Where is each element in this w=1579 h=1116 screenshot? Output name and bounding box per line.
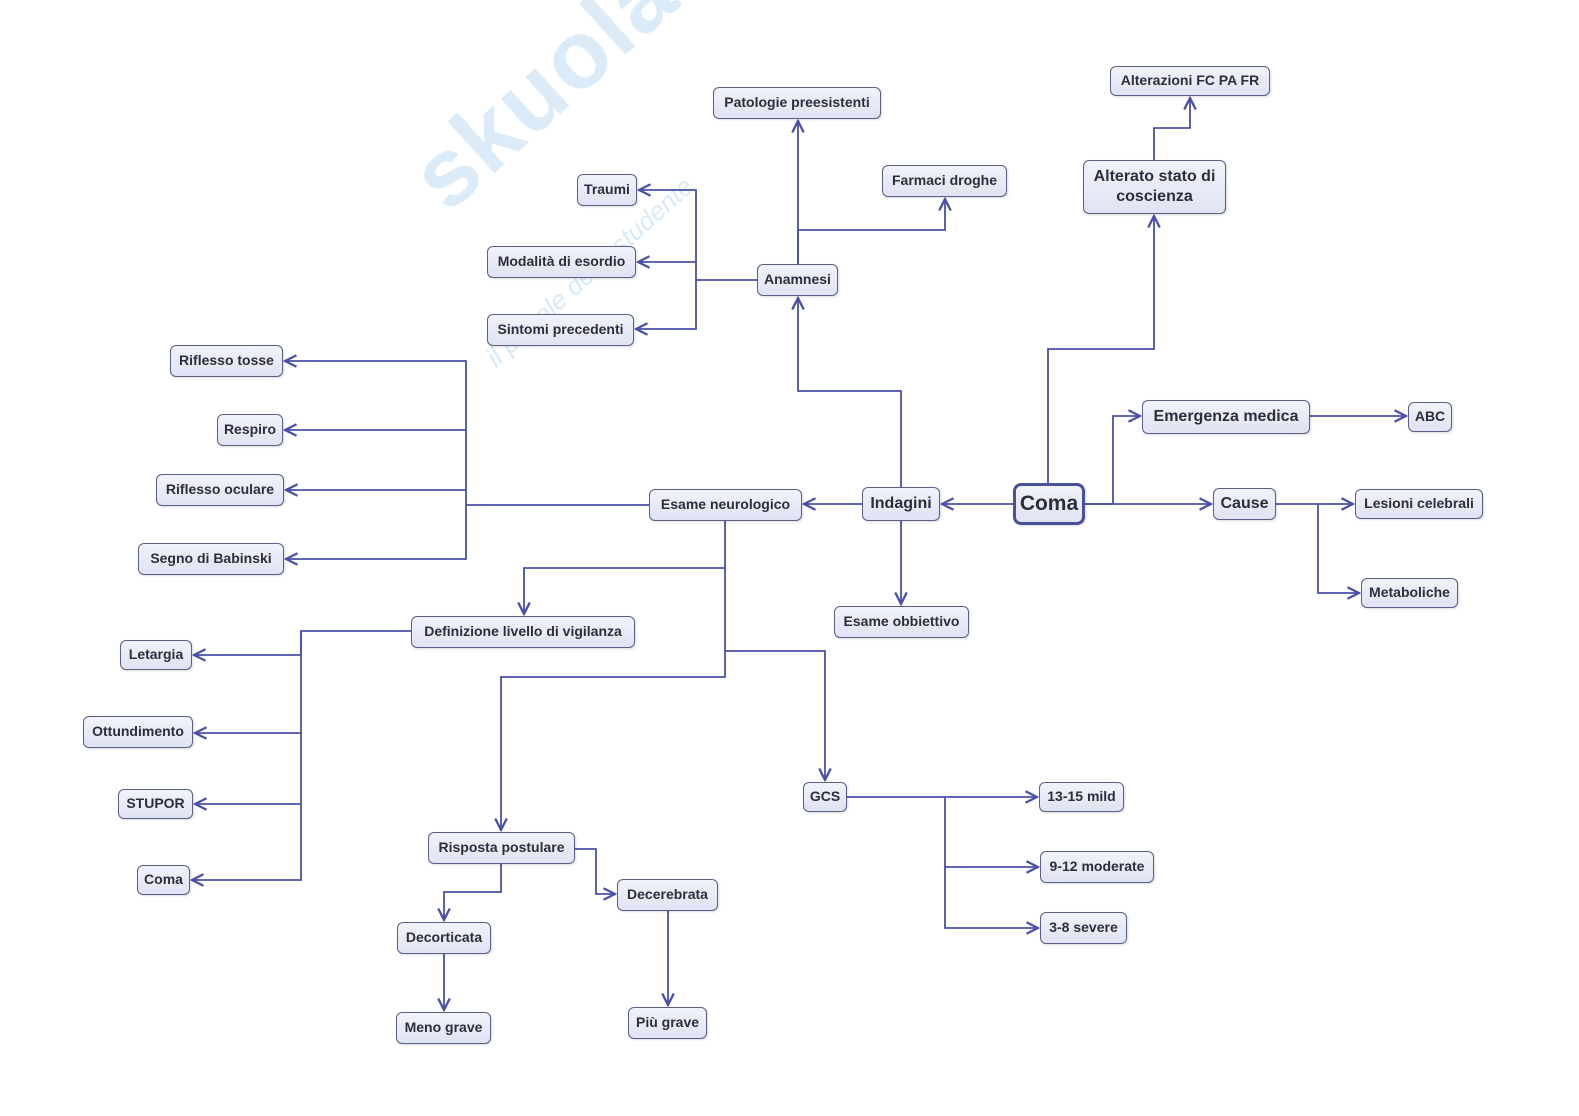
node-risposta-postulare[interactable]: Risposta postulare bbox=[428, 832, 575, 864]
edge-cause-metaboliche bbox=[1317, 504, 1359, 593]
node-esame-obbiettivo[interactable]: Esame obbiettivo bbox=[834, 606, 969, 638]
edge-risposta-decorticata bbox=[444, 864, 502, 920]
node-patologie[interactable]: Patologie preesistenti bbox=[713, 87, 881, 119]
node-gcs-mild[interactable]: 13-15 mild bbox=[1039, 782, 1124, 812]
node-meno-grave[interactable]: Meno grave bbox=[396, 1012, 491, 1044]
edge-gcs-moderate bbox=[944, 797, 1038, 867]
node-letargia[interactable]: Letargia bbox=[120, 640, 192, 670]
node-indagini[interactable]: Indagini bbox=[862, 487, 940, 521]
node-coma[interactable]: Coma bbox=[1013, 483, 1085, 525]
edge-neuro-risposta bbox=[501, 568, 726, 830]
node-cause[interactable]: Cause bbox=[1213, 488, 1276, 520]
node-coma-vigilanza[interactable]: Coma bbox=[137, 865, 190, 895]
edge-vigilanza-coma bbox=[192, 631, 302, 880]
node-respiro[interactable]: Respiro bbox=[217, 414, 283, 446]
node-ottundimento[interactable]: Ottundimento bbox=[83, 716, 193, 748]
edge-vigilanza-letargia bbox=[194, 630, 411, 655]
node-babinski[interactable]: Segno di Babinski bbox=[138, 543, 284, 575]
node-riflesso-oculare[interactable]: Riflesso oculare bbox=[156, 474, 284, 506]
edge-gcs-severe bbox=[944, 867, 1038, 928]
edge-neuro-vigilanza bbox=[524, 521, 726, 614]
node-decerebrata[interactable]: Decerebrata bbox=[617, 879, 718, 911]
node-emergenza-medica[interactable]: Emergenza medica bbox=[1142, 400, 1310, 434]
node-decorticata[interactable]: Decorticata bbox=[397, 922, 491, 954]
edge-neuro-tosse bbox=[285, 361, 649, 506]
edge-indagini-anamnesi bbox=[798, 298, 902, 487]
node-metaboliche[interactable]: Metaboliche bbox=[1361, 578, 1458, 608]
edge-anamnesi-traumi bbox=[639, 190, 757, 281]
edge-coma-emergenza bbox=[1085, 416, 1140, 505]
node-alterato-stato[interactable]: Alterato stato di coscienza bbox=[1083, 160, 1226, 214]
node-modalita[interactable]: Modalità di esordio bbox=[487, 246, 636, 278]
edge-neuro-gcs bbox=[725, 650, 825, 780]
node-piu-grave[interactable]: Più grave bbox=[628, 1007, 707, 1039]
edge-alterato-alterazioni bbox=[1153, 98, 1190, 160]
edge-anamnesi-sintomi bbox=[636, 280, 697, 329]
node-anamnesi[interactable]: Anamnesi bbox=[757, 264, 838, 296]
edge-anamnesi-farmaci bbox=[797, 199, 945, 264]
edge-coma-alterato bbox=[1047, 216, 1154, 483]
node-stupor[interactable]: STUPOR bbox=[118, 789, 193, 819]
node-gcs-severe[interactable]: 3-8 severe bbox=[1040, 912, 1127, 944]
node-gcs-moderate[interactable]: 9-12 moderate bbox=[1040, 851, 1154, 883]
node-alterazioni[interactable]: Alterazioni FC PA FR bbox=[1110, 66, 1270, 96]
node-vigilanza[interactable]: Definizione livello di vigilanza bbox=[411, 616, 635, 648]
node-sintomi[interactable]: Sintomi precedenti bbox=[487, 314, 634, 346]
edge-risposta-decerebrata bbox=[575, 848, 615, 894]
node-gcs[interactable]: GCS bbox=[803, 782, 847, 812]
edge-neuro-babinski bbox=[286, 505, 467, 559]
node-traumi[interactable]: Traumi bbox=[577, 174, 637, 206]
node-abc[interactable]: ABC bbox=[1408, 402, 1452, 432]
node-riflesso-tosse[interactable]: Riflesso tosse bbox=[170, 345, 283, 377]
node-lesioni-celebrali[interactable]: Lesioni celebrali bbox=[1355, 489, 1483, 519]
node-esame-neurologico[interactable]: Esame neurologico bbox=[649, 489, 802, 521]
node-farmaci[interactable]: Farmaci droghe bbox=[882, 165, 1007, 197]
